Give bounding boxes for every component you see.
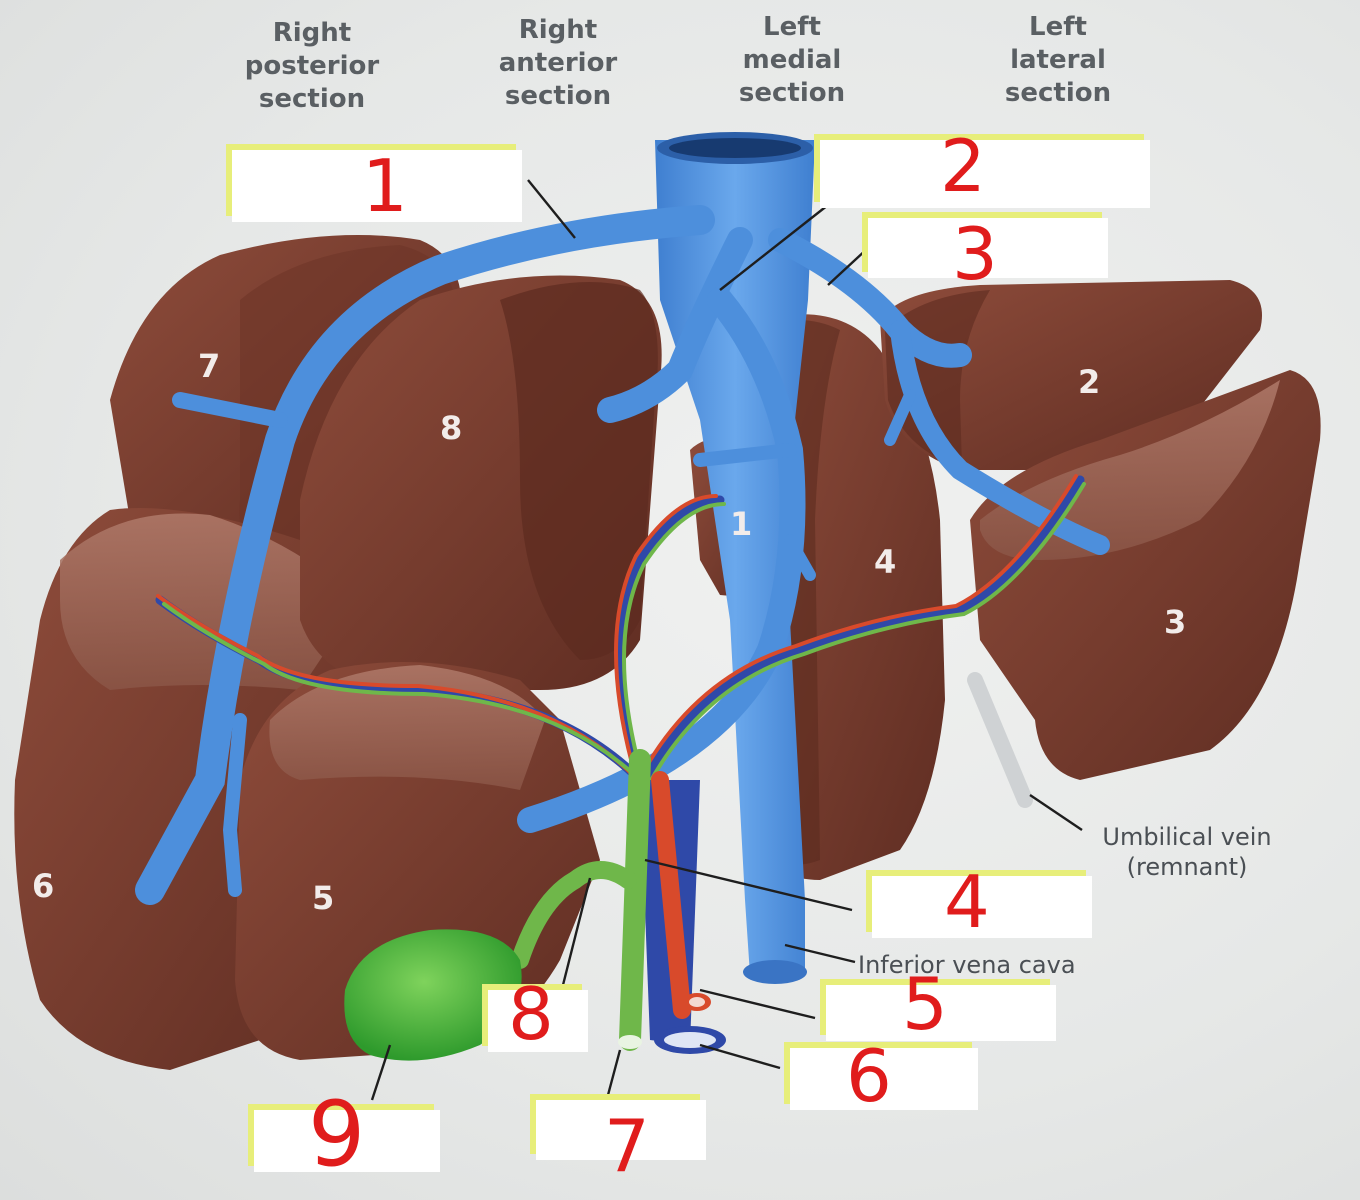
header-left-medial: Left medial section [738, 12, 846, 108]
handwritten-1: 1 [362, 144, 408, 228]
label-box-7[interactable] [536, 1100, 706, 1160]
gallbladder-shape [344, 929, 522, 1061]
label-box-5[interactable] [826, 985, 1056, 1041]
label-box-2[interactable] [820, 140, 1150, 208]
bile-duct-end [618, 1035, 642, 1049]
umbilical-vein-label: Umbilical vein (remnant) [1102, 823, 1272, 881]
label-box-4[interactable] [872, 876, 1092, 938]
segment-1-number: 1 [730, 505, 753, 543]
handwritten-4: 4 [944, 860, 990, 944]
hepatic-artery-trunk [651, 771, 711, 1019]
handwritten-8: 8 [508, 972, 554, 1056]
label-box-3[interactable] [868, 218, 1108, 278]
bile-duct [511, 749, 651, 1051]
handwritten-5: 5 [902, 962, 948, 1046]
inferior-vena-cava-label: Inferior vena cava [858, 951, 1076, 979]
handwritten-9: 9 [308, 1082, 366, 1187]
handwritten-6: 6 [846, 1034, 892, 1118]
label-box-9[interactable] [254, 1110, 440, 1172]
leader-lines [370, 179, 1083, 1101]
label-box-6[interactable] [790, 1048, 978, 1110]
label-box-1[interactable] [232, 150, 522, 222]
header-right-posterior: Right posterior section [244, 18, 380, 114]
segment-2-number: 2 [1078, 363, 1101, 401]
segment-3-number: 3 [1164, 603, 1187, 641]
segment-4-number: 4 [874, 543, 897, 581]
header-right-anterior: Right anterior section [498, 15, 618, 111]
segment-5-number: 5 [312, 879, 335, 917]
segment-8-block [300, 275, 662, 690]
segment-8-number: 8 [440, 409, 463, 447]
header-left-lateral: Left lateral section [1004, 12, 1112, 108]
segment-7-number: 7 [198, 347, 221, 385]
handwritten-2: 2 [940, 124, 986, 208]
segment-6-number: 6 [32, 867, 55, 905]
handwritten-7: 7 [604, 1104, 650, 1188]
handwritten-3: 3 [952, 212, 998, 296]
portal-triad [155, 474, 1086, 786]
label-box-8[interactable] [488, 990, 588, 1052]
umbilical-vein-remnant [967, 672, 1033, 808]
